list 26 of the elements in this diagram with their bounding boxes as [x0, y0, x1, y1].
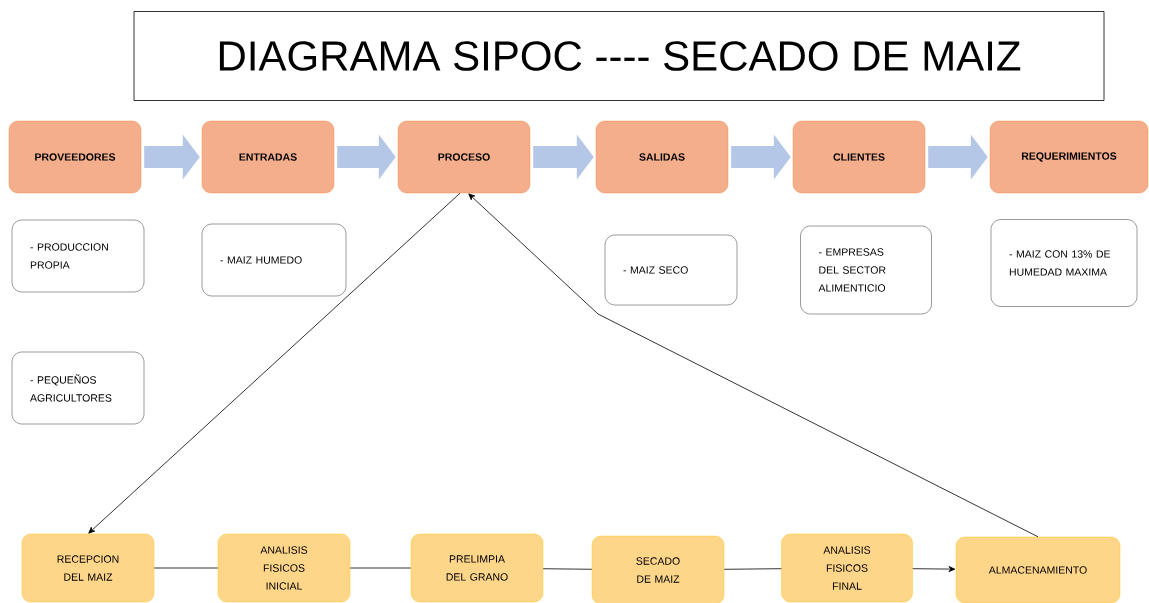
item-box: - EMPRESAS DEL SECTOR ALIMENTICIO	[800, 225, 932, 315]
process-step-box: ALMACENAMIENTO	[955, 536, 1121, 603]
item-box: - MAIZ HUMEDO	[201, 223, 347, 297]
arrow	[88, 192, 461, 534]
item-box: - PRODUCCION PROPIA	[11, 219, 145, 293]
connector-line	[723, 568, 782, 570]
arrow	[912, 566, 956, 573]
process-step-box: ANALISIS FISICOS FINAL	[781, 533, 913, 603]
process-step-box: ANALISIS FISICOS INICIAL	[217, 533, 351, 603]
connector-line	[542, 568, 593, 570]
title-box: DIAGRAMA SIPOC ---- SECADO DE MAIZ	[133, 11, 1105, 101]
item-box: - MAIZ CON 13% DE HUMEDAD MAXIMA	[990, 219, 1138, 307]
category-box: SALIDAS	[595, 120, 729, 194]
process-step-box: PRELIMPIA DEL GRANO	[410, 533, 544, 603]
connector-line	[349, 567, 412, 569]
category-box: REQUERIMIENTOS	[989, 120, 1149, 194]
item-box: - MAIZ SECO	[604, 234, 738, 306]
category-box: CLIENTES	[792, 120, 926, 194]
connector-line	[153, 567, 219, 569]
process-step-box: SECADO DE MAIZ	[591, 535, 725, 603]
item-box: - PEQUEÑOS AGRICULTORES	[11, 351, 145, 425]
process-step-box: RECEPCION DEL MAIZ	[21, 533, 155, 603]
category-box: ENTRADAS	[201, 120, 335, 194]
arrow	[468, 193, 1039, 538]
category-box: PROVEEDORES	[8, 120, 142, 194]
category-box: PROCESO	[397, 120, 531, 194]
